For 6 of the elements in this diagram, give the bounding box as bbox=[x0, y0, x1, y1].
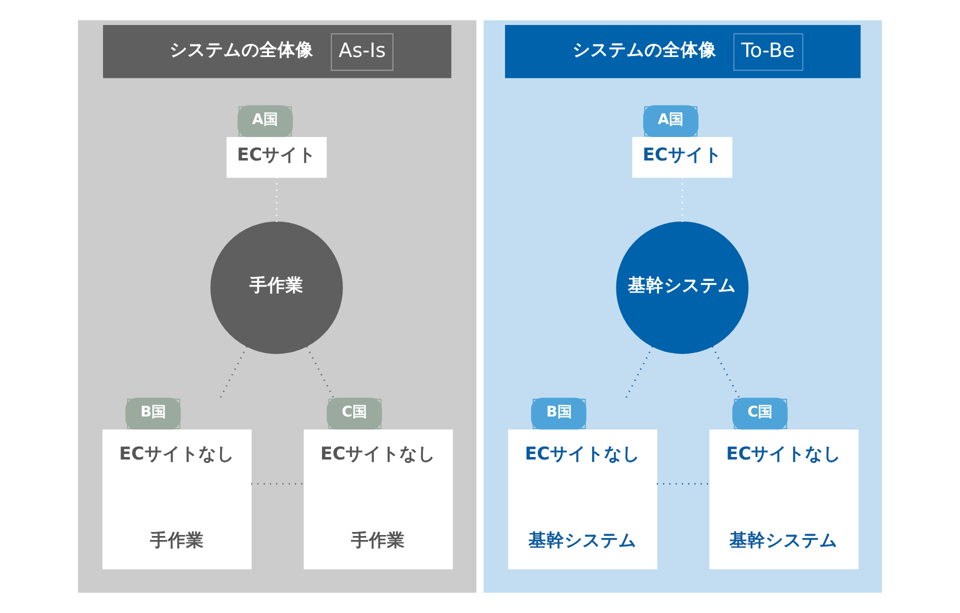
connector bbox=[220, 346, 248, 398]
node-circle: 基幹システム bbox=[616, 222, 749, 354]
node-circle: 手作業 bbox=[210, 222, 343, 354]
connector bbox=[625, 346, 654, 398]
connector bbox=[712, 346, 740, 398]
connector bbox=[306, 346, 334, 398]
